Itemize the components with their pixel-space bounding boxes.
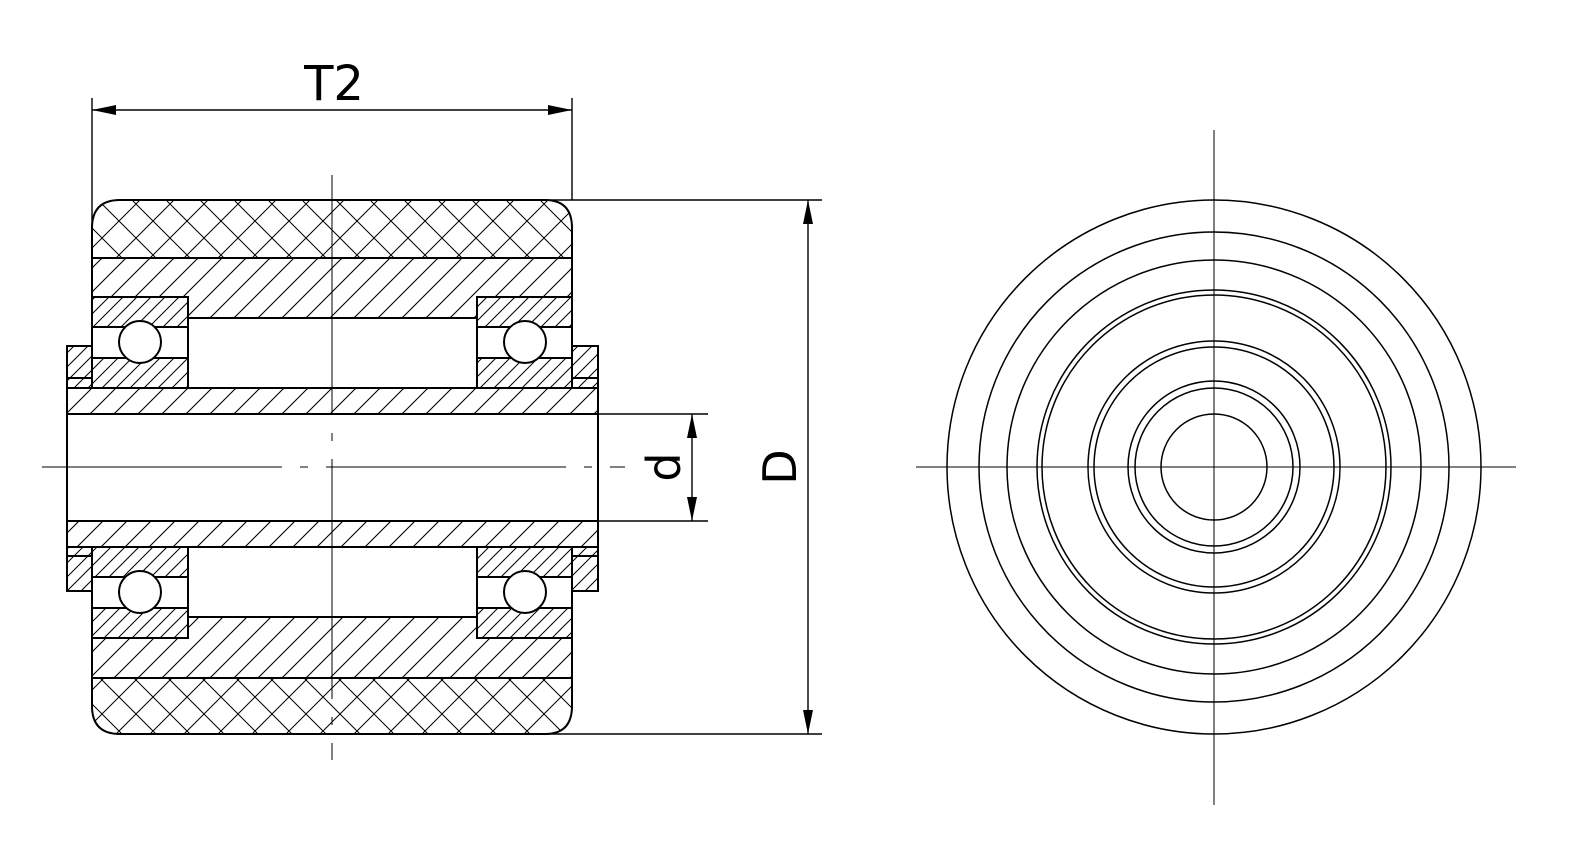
bearing-bottom-left [91, 546, 189, 639]
dimensions [91, 98, 822, 735]
bearing-bottom-right [476, 546, 573, 639]
front-view [916, 130, 1516, 805]
spacer-top-right [571, 345, 599, 389]
label-d-bore: d [637, 452, 691, 481]
bearing-top-left [91, 296, 189, 389]
spacer-bottom-left [66, 546, 93, 592]
section-view [42, 175, 625, 760]
label-d-diameter: D [753, 449, 807, 484]
label-t2: T2 [303, 56, 364, 112]
bearing-top-right [476, 296, 573, 389]
spacer-top-left [66, 345, 93, 389]
spacer-bottom-right [571, 546, 599, 592]
